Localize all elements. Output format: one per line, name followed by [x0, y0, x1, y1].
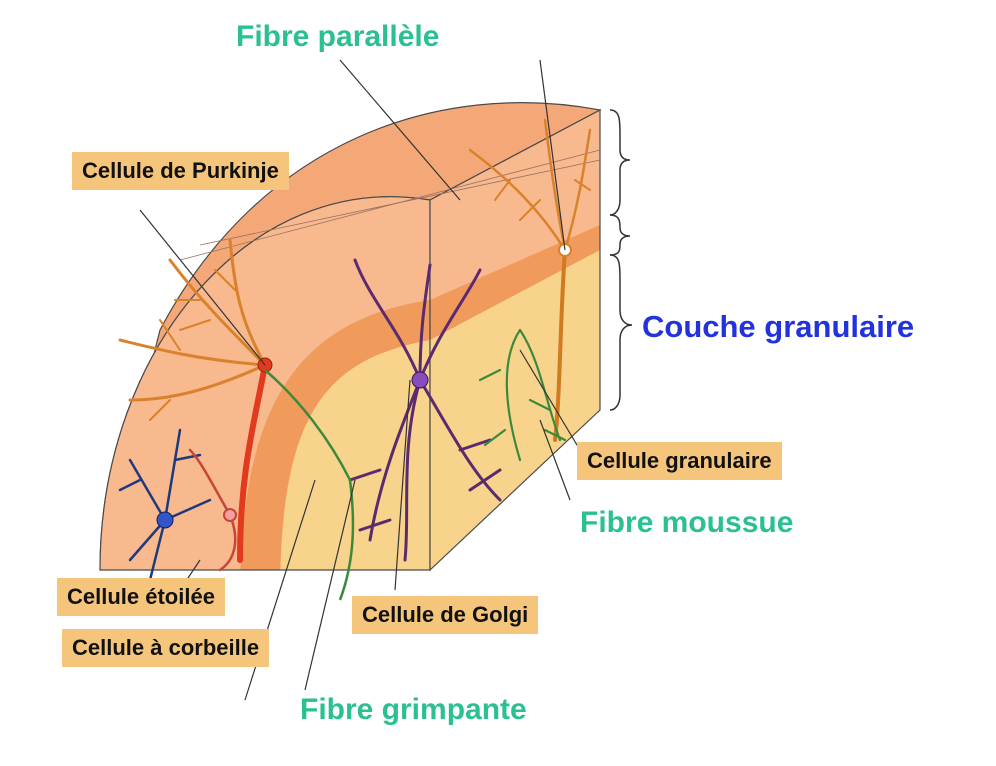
- parallel-fibers: [179, 149, 601, 261]
- purkinje-cell-side: [468, 118, 592, 442]
- mossy-fibers: [478, 328, 567, 462]
- label-cellule-purkinje: Cellule de Purkinje: [72, 152, 289, 190]
- label-cellule-golgi: Cellule de Golgi: [352, 596, 539, 634]
- climbing-fiber: [264, 369, 355, 601]
- label-fibre-moussue: Fibre moussue: [580, 506, 794, 539]
- label-cellule-granulaire: Cellule granulaire: [577, 442, 782, 480]
- stellate-cell: [118, 428, 212, 582]
- label-fibre-parallele: Fibre parallèle: [236, 20, 440, 53]
- purkinje-cell: [118, 238, 273, 563]
- layer-braces: [609, 109, 633, 411]
- golgi-cell: [348, 258, 502, 562]
- label-couche-granulaire: Couche granulaire: [642, 309, 915, 344]
- label-cellule-etoilee: Cellule étoilée: [57, 578, 225, 616]
- basket-cell: [188, 448, 237, 572]
- label-cellule-corbeille: Cellule à corbeille: [62, 629, 270, 667]
- label-fibre-grimpante: Fibre grimpante: [300, 693, 527, 726]
